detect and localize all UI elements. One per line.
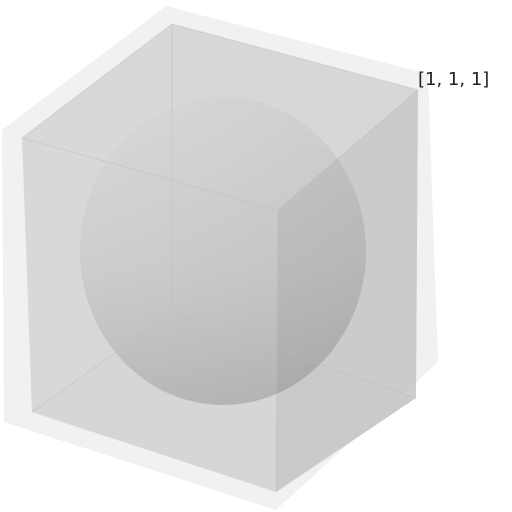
corner-coordinate-label: [1, 1, 1] — [418, 69, 490, 90]
cube-front-right-face — [276, 90, 418, 492]
cube-top-face — [22, 24, 418, 210]
cube-edges — [21, 23, 419, 493]
cube-front-left-face — [22, 138, 278, 492]
